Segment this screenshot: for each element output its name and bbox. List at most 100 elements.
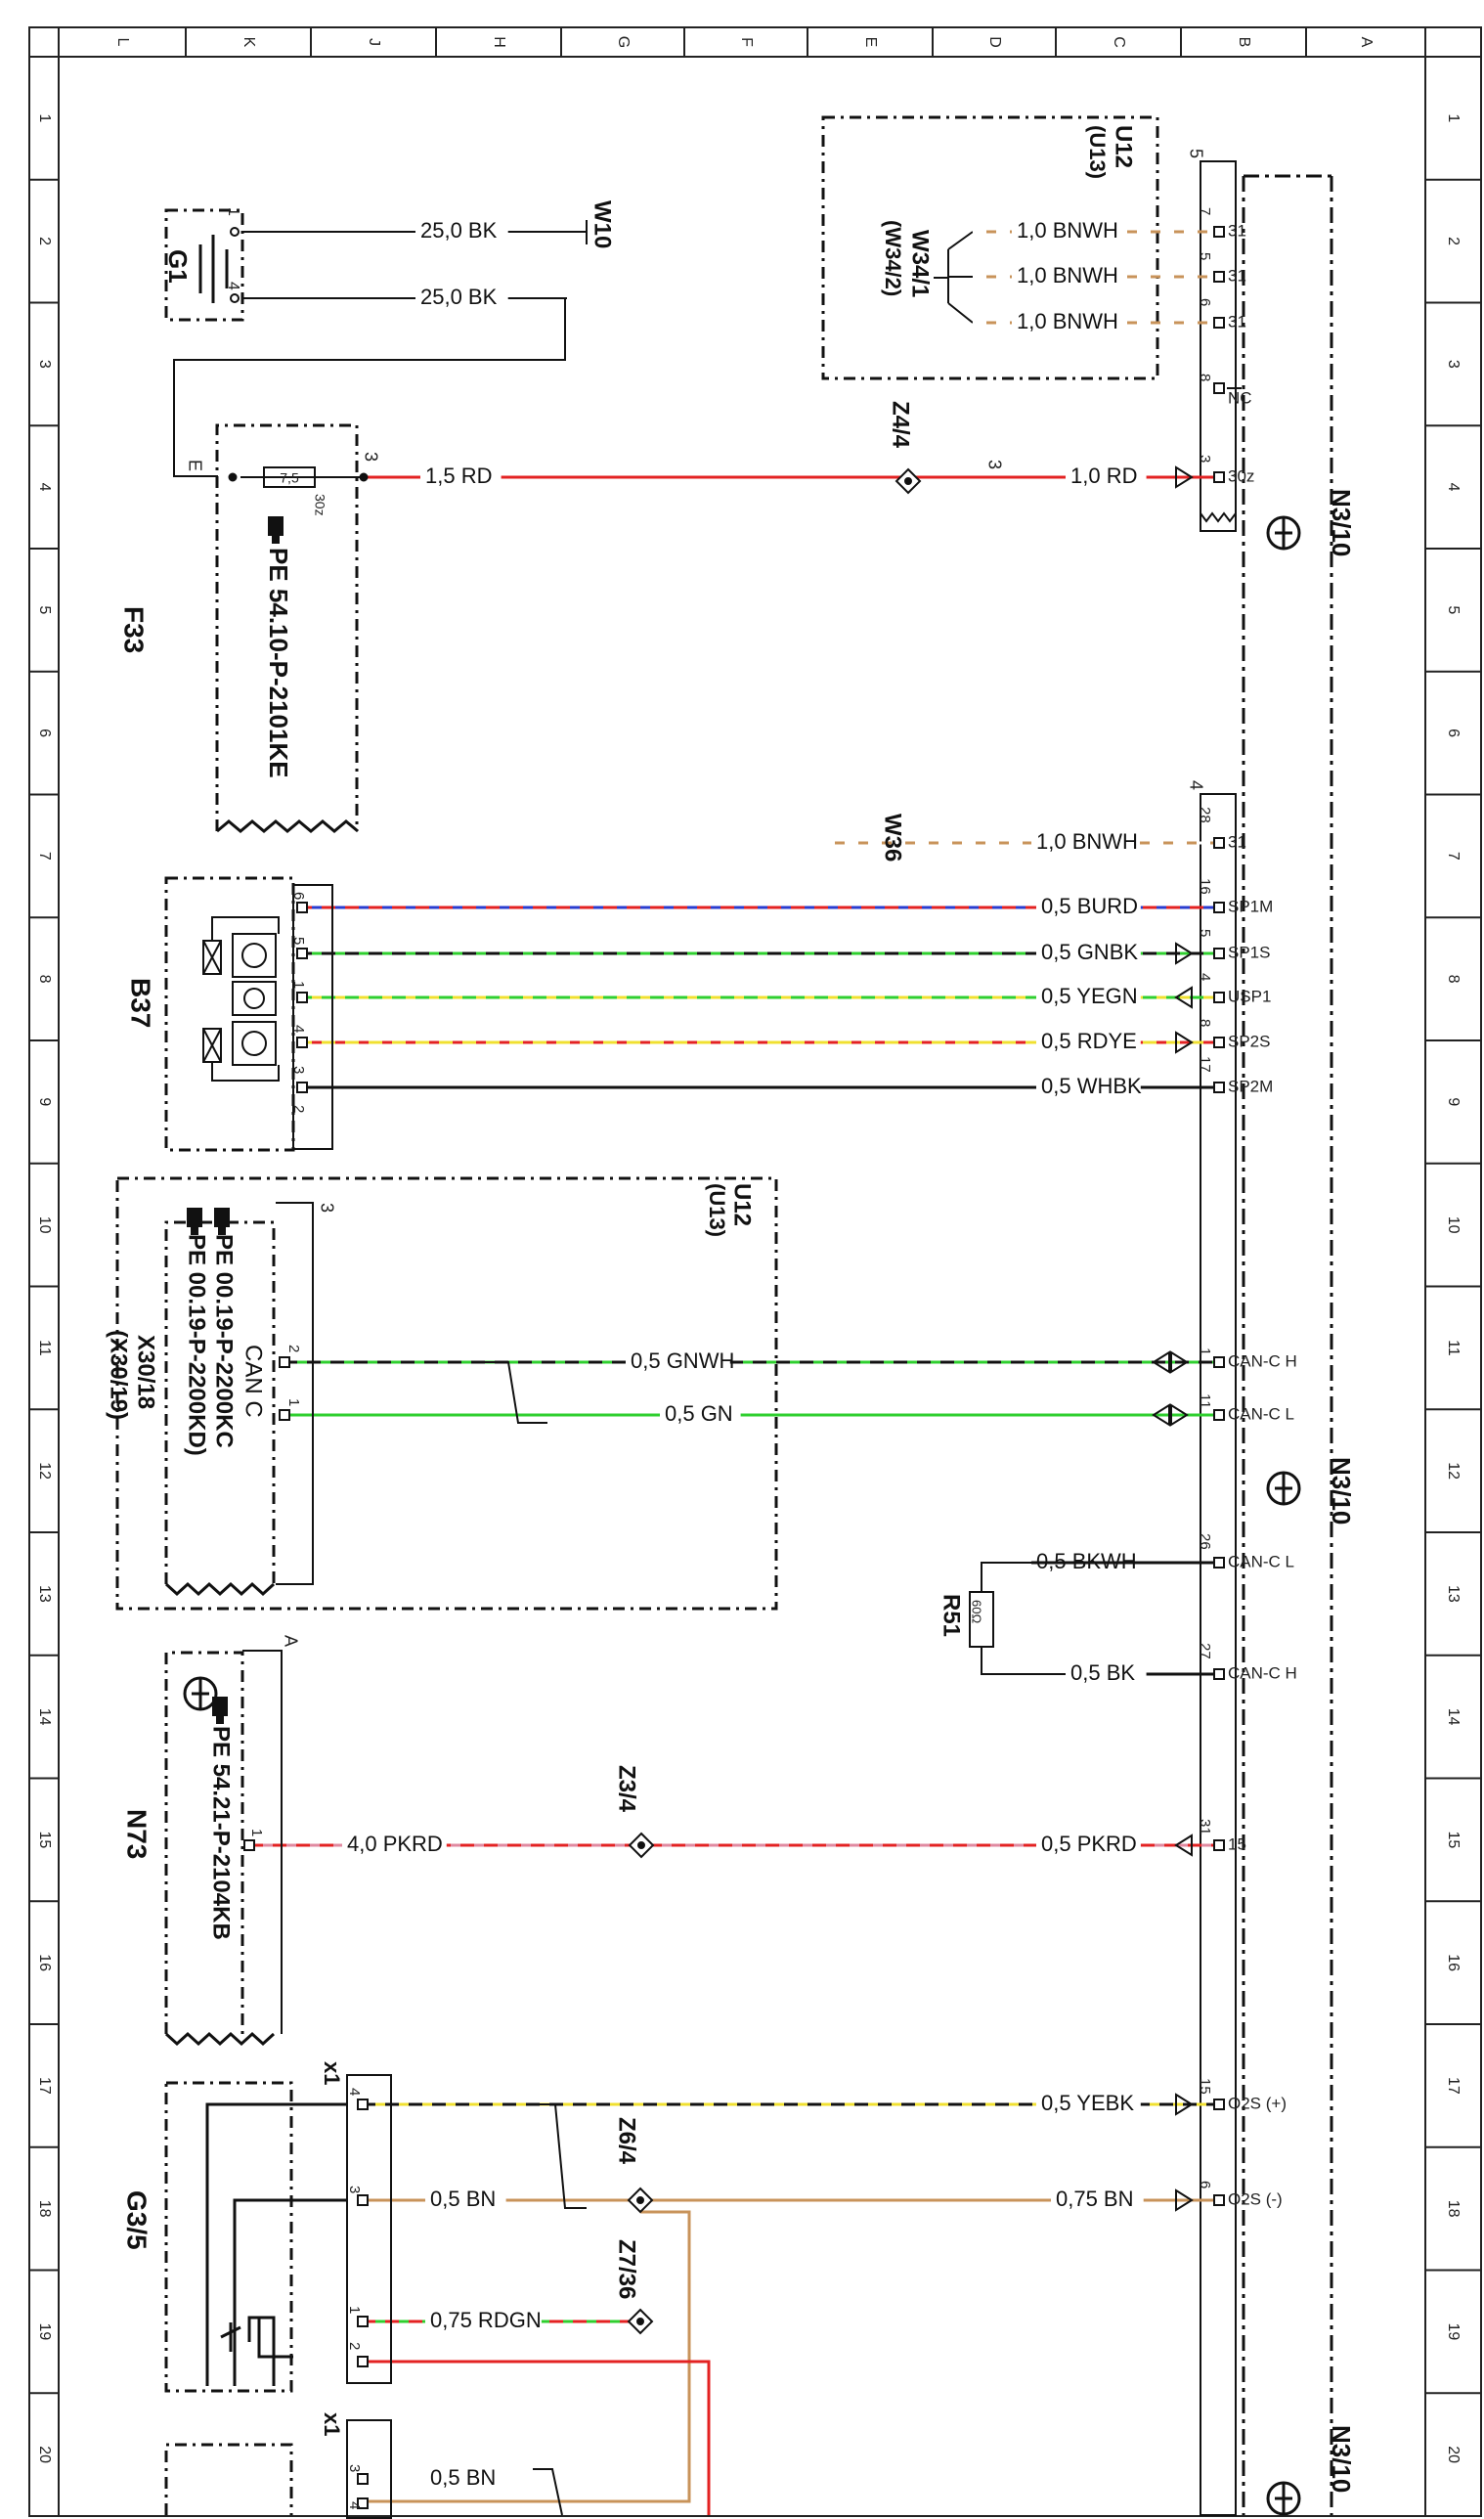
pin-function-label: CAN-C L [1228, 1552, 1294, 1570]
row-label: 13 [1445, 1585, 1462, 1603]
pin-function-label: SP2M [1228, 1077, 1273, 1095]
column-label: L [114, 38, 131, 47]
r51-label: R51 [938, 1594, 965, 1637]
junction-dot [228, 472, 238, 482]
pin-terminal [296, 948, 308, 959]
connector-number: 3 [317, 1203, 336, 1213]
f33-box [215, 423, 359, 831]
wire-label: 0,5 BN [430, 2187, 496, 2211]
can-connector [276, 1202, 314, 1585]
pin-number: 1 [285, 1398, 302, 1406]
g3-5-internals [205, 2102, 348, 2386]
column-label: B [1236, 37, 1252, 48]
wire-label: 0,5 YEGN [1041, 984, 1138, 1008]
pin-function-label: NC [1228, 388, 1252, 407]
pin-terminal [357, 2316, 369, 2327]
pin-function-label: 15 [1228, 1834, 1246, 1853]
pin-number: 8 [1197, 374, 1213, 381]
z7-label: Z7/36 [614, 2239, 640, 2299]
wires [249, 230, 1217, 2515]
pin-terminal [1213, 382, 1225, 394]
z3-4-node [628, 1832, 655, 1859]
pin-function-label: SP2S [1228, 1032, 1270, 1050]
pin-number: 15 [1197, 2078, 1213, 2095]
pin-function-label: 31 [1228, 221, 1246, 240]
pin-terminal [1213, 1356, 1225, 1368]
pin-number: 5 [1197, 252, 1213, 260]
pin-number: 28 [1197, 807, 1213, 823]
arrow-bidir-left [1152, 1403, 1170, 1427]
row-label: 5 [36, 605, 53, 614]
w36-label: W36 [880, 814, 906, 862]
row-label: 13 [36, 1585, 53, 1603]
connector-number: 4 [1186, 780, 1205, 790]
connector-number: 3 [361, 452, 380, 462]
wire-label-backing [415, 285, 508, 312]
wire-label-backing [660, 1401, 741, 1429]
row-label: 14 [1445, 1708, 1462, 1726]
pin-number: 11 [1197, 1393, 1213, 1409]
pin-number: 3 [1197, 455, 1213, 463]
pin-function-label: 31 [1228, 266, 1246, 285]
row-label: 11 [1445, 1340, 1462, 1356]
pe-reference: PE 00.19-P-2200KC [211, 1234, 238, 1448]
pin-terminal [296, 902, 308, 913]
pin-number: 6 [1197, 2181, 1213, 2188]
arrow-in [1175, 2093, 1194, 2116]
pin-terminal [357, 2497, 369, 2509]
z6-4-node [627, 2187, 654, 2214]
row-label: 9 [1445, 1097, 1462, 1106]
row-label: 4 [36, 483, 53, 492]
w34-label: W34/1 [907, 230, 934, 297]
wire-rd-drop [362, 2360, 711, 2515]
wire-label: 25,0 BK [420, 218, 498, 243]
x30-alt-label: (X30/19) [106, 1330, 132, 1420]
fuse-symbol [240, 466, 362, 488]
column-dividers [58, 27, 1426, 57]
fuse-value: 7,5 [280, 470, 299, 486]
pin-function-label: O2S (-) [1228, 2189, 1283, 2208]
wire-label-backing [1036, 1832, 1141, 1859]
wire-label-backing [1036, 1074, 1141, 1101]
pin-number: 3 [346, 2464, 363, 2472]
f33-reference: PE 54.10-P-2101KE [264, 548, 293, 778]
frame [28, 26, 1482, 2517]
pin-terminal [230, 227, 240, 237]
signal-arrows [1152, 465, 1194, 2212]
pin-function-label: 30z [1228, 466, 1254, 485]
row-label: 20 [1445, 2446, 1462, 2463]
arrow-bidir-left [1152, 1350, 1170, 1374]
n73-zigzag [164, 2031, 276, 2047]
row-label: 12 [1445, 1462, 1462, 1480]
wire-label-backing [626, 1348, 730, 1376]
pin-number: 4 [225, 282, 241, 290]
pin-terminal [357, 2473, 369, 2485]
wire-label-backing [425, 2465, 506, 2493]
pin-number: 26 [1197, 1533, 1213, 1550]
b37-connector [292, 884, 333, 1150]
pin-function-label: 31 [1228, 312, 1246, 331]
row-label: 17 [36, 2077, 53, 2095]
wire-label: 4,0 PKRD [347, 1832, 443, 1856]
wire-label-backing [1036, 1029, 1141, 1056]
n3-10-label: N3/10 [1327, 489, 1356, 556]
x1-label: x1 [320, 2061, 344, 2085]
wire-label-backing [1012, 218, 1116, 245]
pin-function-label: 31 [1228, 832, 1246, 851]
row-label: 6 [1445, 729, 1462, 737]
pin-number: 8 [1197, 1019, 1213, 1027]
pin-number: 5 [290, 937, 307, 945]
connector-number: A [281, 1635, 300, 1647]
wire-label-backing [1012, 309, 1116, 336]
column-label: G [615, 36, 632, 48]
row-label: 16 [36, 1954, 53, 1971]
row-label: 14 [36, 1708, 53, 1726]
hand-pointer-icon [212, 1697, 228, 1724]
arrow-out [1174, 986, 1193, 1009]
pin-number: 1 [290, 981, 307, 989]
wire-label: 1,5 RD [425, 464, 492, 488]
row-label: 20 [36, 2446, 53, 2463]
pin-terminal [230, 293, 240, 303]
